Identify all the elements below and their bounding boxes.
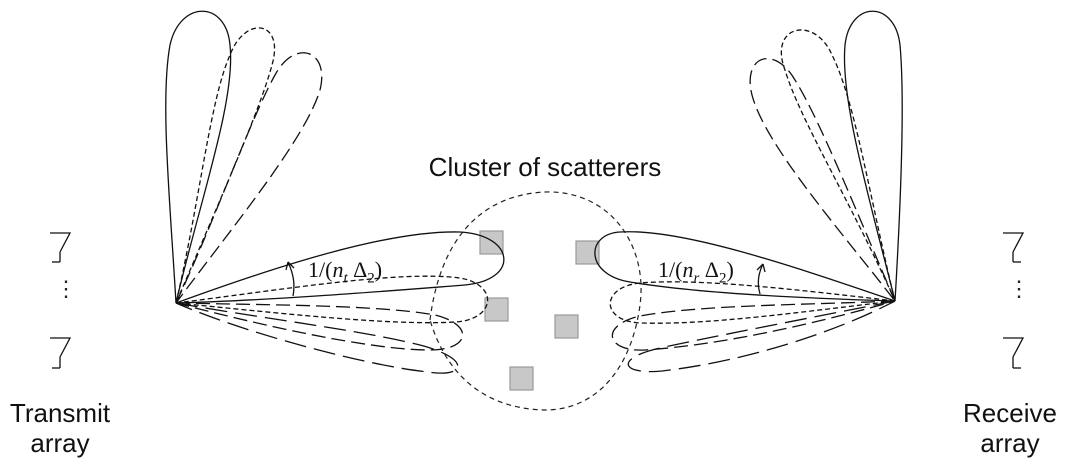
cluster-boundary: [429, 191, 642, 411]
rx-lobe-main: [594, 231, 896, 302]
tx-angle-arc: [287, 261, 295, 297]
tx-lobe-vertical: [165, 10, 232, 304]
transmit-array-label-line1: Transmit: [9, 398, 111, 428]
rx-angle-arrow: [756, 263, 766, 273]
transmit-antenna-top: [50, 232, 72, 263]
scatterer: [554, 314, 579, 339]
scatterer: [479, 230, 504, 255]
scatterer: [575, 240, 600, 265]
rx-lobe-vertical: [843, 10, 903, 302]
transmit-antenna-bottom: [50, 337, 72, 369]
tx-lobe-down-3: [175, 302, 459, 374]
rx-lobe-down-3: [627, 300, 896, 373]
tx-lobe-down-2: [175, 302, 464, 351]
receive-array-label-line1: Receive: [963, 398, 1057, 428]
receive-array-label-line2: array: [980, 428, 1040, 458]
tx-angle-arrow: [285, 261, 295, 271]
transmit-beams: [165, 10, 505, 374]
receive-beams: [594, 10, 903, 373]
receive-array-dots: ⋮: [1008, 276, 1030, 301]
rx-angle-arc: [757, 263, 764, 295]
cluster-label: Cluster of scatterers: [428, 152, 662, 182]
rx-lobe-tilted-2: [749, 58, 896, 302]
tx-lobe-tilted-2: [175, 52, 323, 304]
rx-lobe-down-2: [611, 300, 896, 351]
tx-lobe-down-1: [175, 275, 489, 324]
receive-antenna-top: [1003, 232, 1025, 263]
transmit-array-label-line2: array: [30, 428, 90, 458]
receive-angle-label: 1/(nr Δ2): [658, 257, 734, 287]
receive-antenna-bottom: [1003, 337, 1025, 369]
rx-lobe-tilted-1: [780, 29, 896, 302]
rx-lobe-up-1: [609, 281, 896, 324]
tx-lobe-main: [175, 231, 505, 304]
transmit-array-dots: ⋮: [55, 276, 77, 301]
scatterer: [509, 366, 534, 391]
tx-lobe-tilted-1: [175, 27, 276, 304]
transmit-angle-label: 1/(nt Δ2): [308, 257, 383, 287]
scatterer: [484, 297, 509, 322]
